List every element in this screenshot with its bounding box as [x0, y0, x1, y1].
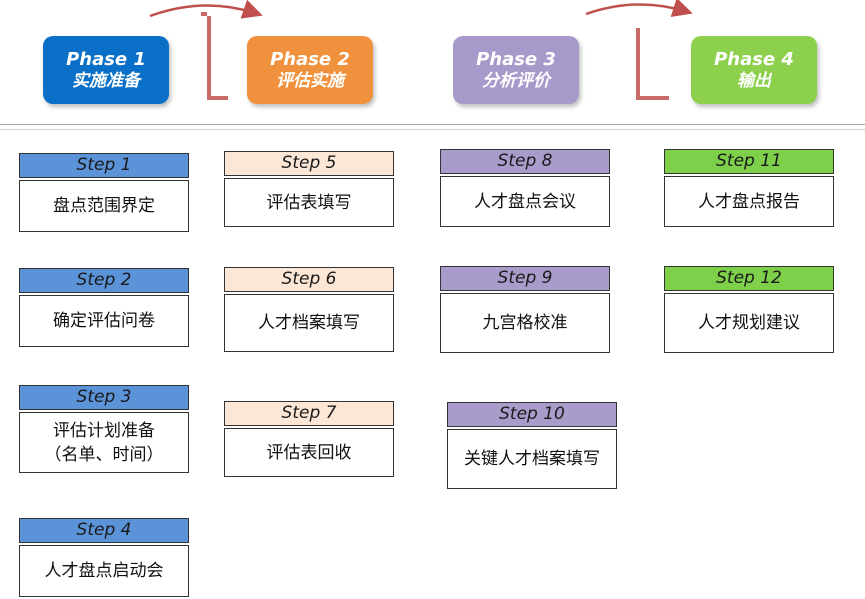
- bracket-1: [201, 12, 228, 100]
- curved-arrow-1: [149, 0, 263, 19]
- phase-1-box: Phase 1 实施准备: [43, 36, 169, 104]
- phase-3-title: Phase 3: [476, 48, 556, 70]
- step-10: Step 10 关键人才档案填写: [447, 402, 617, 489]
- step-7-content: 评估表回收: [224, 428, 394, 477]
- step-10-content: 关键人才档案填写: [447, 429, 617, 489]
- phase-4-box: Phase 4 输出: [691, 36, 817, 104]
- step-2: Step 2 确定评估问卷: [19, 268, 189, 347]
- phase-2-title: Phase 2: [270, 48, 350, 70]
- step-9-label: Step 9: [440, 266, 610, 291]
- step-1-content: 盘点范围界定: [19, 180, 189, 232]
- step-5: Step 5 评估表填写: [224, 151, 394, 227]
- step-6: Step 6 人才档案填写: [224, 267, 394, 352]
- step-4-content: 人才盘点启动会: [19, 545, 189, 597]
- step-12: Step 12 人才规划建议: [664, 266, 834, 353]
- step-5-label: Step 5: [224, 151, 394, 176]
- curved-arrow-2: [585, 0, 693, 17]
- phase-4-subtitle: 输出: [737, 70, 771, 91]
- phase-1-title: Phase 1: [66, 48, 146, 70]
- step-7: Step 7 评估表回收: [224, 401, 394, 477]
- phase-1-subtitle: 实施准备: [72, 70, 140, 91]
- step-2-content: 确定评估问卷: [19, 295, 189, 347]
- step-12-content: 人才规划建议: [664, 293, 834, 353]
- step-9: Step 9 九宫格校准: [440, 266, 610, 353]
- step-8-label: Step 8: [440, 149, 610, 174]
- step-11-content: 人才盘点报告: [664, 176, 834, 227]
- step-4: Step 4 人才盘点启动会: [19, 518, 189, 597]
- step-12-label: Step 12: [664, 266, 834, 291]
- phase-2-subtitle: 评估实施: [276, 70, 344, 91]
- step-8: Step 8 人才盘点会议: [440, 149, 610, 227]
- step-9-content: 九宫格校准: [440, 293, 610, 353]
- step-10-label: Step 10: [447, 402, 617, 427]
- step-3-content: 评估计划准备 （名单、时间）: [19, 412, 189, 473]
- step-6-label: Step 6: [224, 267, 394, 292]
- step-11: Step 11 人才盘点报告: [664, 149, 834, 227]
- phase-4-title: Phase 4: [714, 48, 794, 70]
- step-3: Step 3 评估计划准备 （名单、时间）: [19, 385, 189, 473]
- step-2-label: Step 2: [19, 268, 189, 293]
- step-3-label: Step 3: [19, 385, 189, 410]
- step-4-label: Step 4: [19, 518, 189, 543]
- phase-3-subtitle: 分析评价: [482, 70, 550, 91]
- step-8-content: 人才盘点会议: [440, 176, 610, 227]
- step-1: Step 1 盘点范围界定: [19, 153, 189, 232]
- step-7-label: Step 7: [224, 401, 394, 426]
- bracket-2: [632, 28, 669, 100]
- step-1-label: Step 1: [19, 153, 189, 178]
- phase-2-box: Phase 2 评估实施: [247, 36, 373, 104]
- phase-3-box: Phase 3 分析评价: [453, 36, 579, 104]
- step-5-content: 评估表填写: [224, 178, 394, 227]
- step-6-content: 人才档案填写: [224, 294, 394, 352]
- transition-arrows: [149, 0, 693, 100]
- step-11-label: Step 11: [664, 149, 834, 174]
- divider-line: [0, 124, 865, 130]
